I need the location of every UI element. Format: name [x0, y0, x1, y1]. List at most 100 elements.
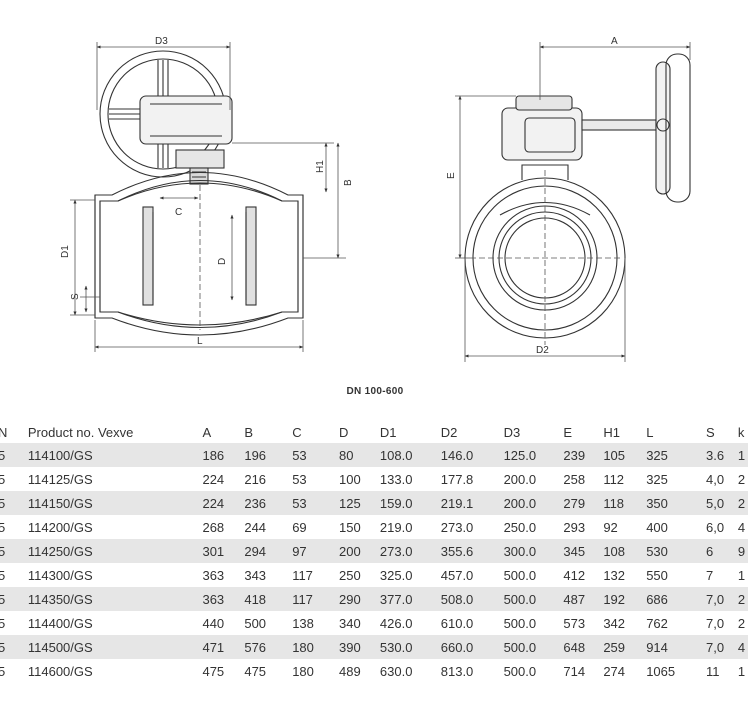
table-cell: 500.0	[503, 587, 564, 611]
table-cell: 1	[737, 567, 746, 583]
table-cell: 914	[646, 635, 706, 659]
table-cell: 576	[244, 635, 293, 659]
dim-label-d3: D3	[155, 36, 168, 47]
column-header: D	[339, 424, 349, 440]
column-header: D1	[379, 424, 397, 440]
table-cell: 80	[339, 443, 380, 467]
table-cell: 400	[646, 519, 668, 535]
table-cell: 610.0	[440, 615, 474, 631]
table-cell: 114100/GS	[27, 443, 203, 467]
table-cell: 9	[737, 539, 748, 563]
table-cell: 159.0	[379, 491, 441, 515]
dim-label-c: C	[175, 207, 182, 218]
table-cell: 108.0	[379, 443, 441, 467]
table-cell: 418	[244, 587, 293, 611]
table-cell: 5	[0, 443, 28, 467]
column-header: B	[244, 424, 254, 440]
dim-label-a: A	[611, 36, 618, 47]
table-cell: 114125/GS	[27, 471, 93, 487]
table-cell: 325	[646, 471, 668, 487]
column-header: D2	[440, 424, 458, 440]
table-cell: 2	[737, 587, 748, 611]
table-cell: 117	[292, 567, 313, 583]
dim-label-d2: D2	[536, 345, 549, 356]
table-cell: 342	[603, 615, 626, 631]
table-cell: 180	[292, 663, 314, 679]
table-cell: 200.0	[503, 471, 537, 487]
table-cell: 2	[737, 491, 748, 515]
column-header: E	[563, 424, 573, 440]
table-cell: 118	[603, 491, 647, 515]
table-cell: 1	[737, 663, 746, 679]
table-cell: 293	[563, 519, 586, 535]
table-cell: 219.0	[379, 519, 413, 535]
table-cell: 279	[563, 491, 604, 515]
table-cell: 5	[0, 519, 6, 535]
table-cell: 5	[0, 587, 28, 611]
table-cell: 259	[603, 635, 647, 659]
table-cell: 530.0	[379, 635, 441, 659]
table-cell: 4,0	[706, 471, 725, 487]
table-cell: 5	[0, 663, 6, 679]
dim-label-e: E	[446, 172, 457, 179]
table-cell: 487	[563, 587, 604, 611]
table-cell: 117	[292, 587, 340, 611]
table-cell: 500.0	[503, 615, 537, 631]
dim-label-b: B	[343, 179, 354, 186]
table-cell: 114250/GS	[27, 539, 203, 563]
table-cell: 5	[0, 567, 6, 583]
table-cell: 53	[292, 443, 340, 467]
table-cell: 138	[292, 615, 314, 631]
table-cell: 114350/GS	[27, 587, 203, 611]
table-cell: 355.6	[440, 539, 504, 563]
table-cell: 550	[646, 567, 668, 583]
side-view	[464, 53, 691, 339]
table-cell: 273.0	[379, 539, 441, 563]
column-header: A	[202, 424, 212, 440]
table-cell: 300.0	[503, 539, 564, 563]
table-cell: 114200/GS	[27, 519, 93, 535]
table-cell: 108	[603, 539, 647, 563]
table-cell: 290	[339, 587, 380, 611]
table-cell: 273.0	[440, 519, 474, 535]
table-cell: 377.0	[379, 587, 441, 611]
table-cell: 258	[563, 471, 586, 487]
table-cell: 200.0	[503, 491, 564, 515]
front-view	[94, 50, 304, 336]
column-header: C	[292, 424, 302, 440]
table-cell: 274	[603, 663, 626, 679]
table-cell: 686	[646, 587, 706, 611]
table-cell: 114150/GS	[27, 491, 203, 515]
valve-body	[94, 171, 304, 336]
dim-label-d1: D1	[60, 245, 71, 258]
table-cell: 4	[737, 519, 746, 535]
table-cell: 345	[563, 539, 604, 563]
table-cell: 125.0	[503, 443, 564, 467]
table-cell: 500.0	[503, 567, 537, 583]
table-cell: 412	[563, 567, 586, 583]
table-cell: 363	[202, 587, 245, 611]
table-cell: 5	[0, 471, 6, 487]
table-cell: 301	[202, 539, 245, 563]
valve-technical-drawing: D3 H1 B C D1 D S L	[60, 36, 691, 362]
table-cell: 92	[603, 519, 618, 535]
table-cell: 7,0	[706, 587, 738, 611]
table-cell: 500	[244, 615, 267, 631]
table-cell: 440	[202, 615, 225, 631]
table-cell: 363	[202, 567, 225, 583]
table-cell: 714	[563, 663, 586, 679]
table-cell: 3.6	[706, 443, 738, 467]
table-cell: 500.0	[503, 635, 564, 659]
table-cell: 350	[646, 491, 706, 515]
table-cell: 224	[202, 471, 225, 487]
table-cell: 150	[339, 519, 361, 535]
table-cell: 648	[563, 635, 604, 659]
